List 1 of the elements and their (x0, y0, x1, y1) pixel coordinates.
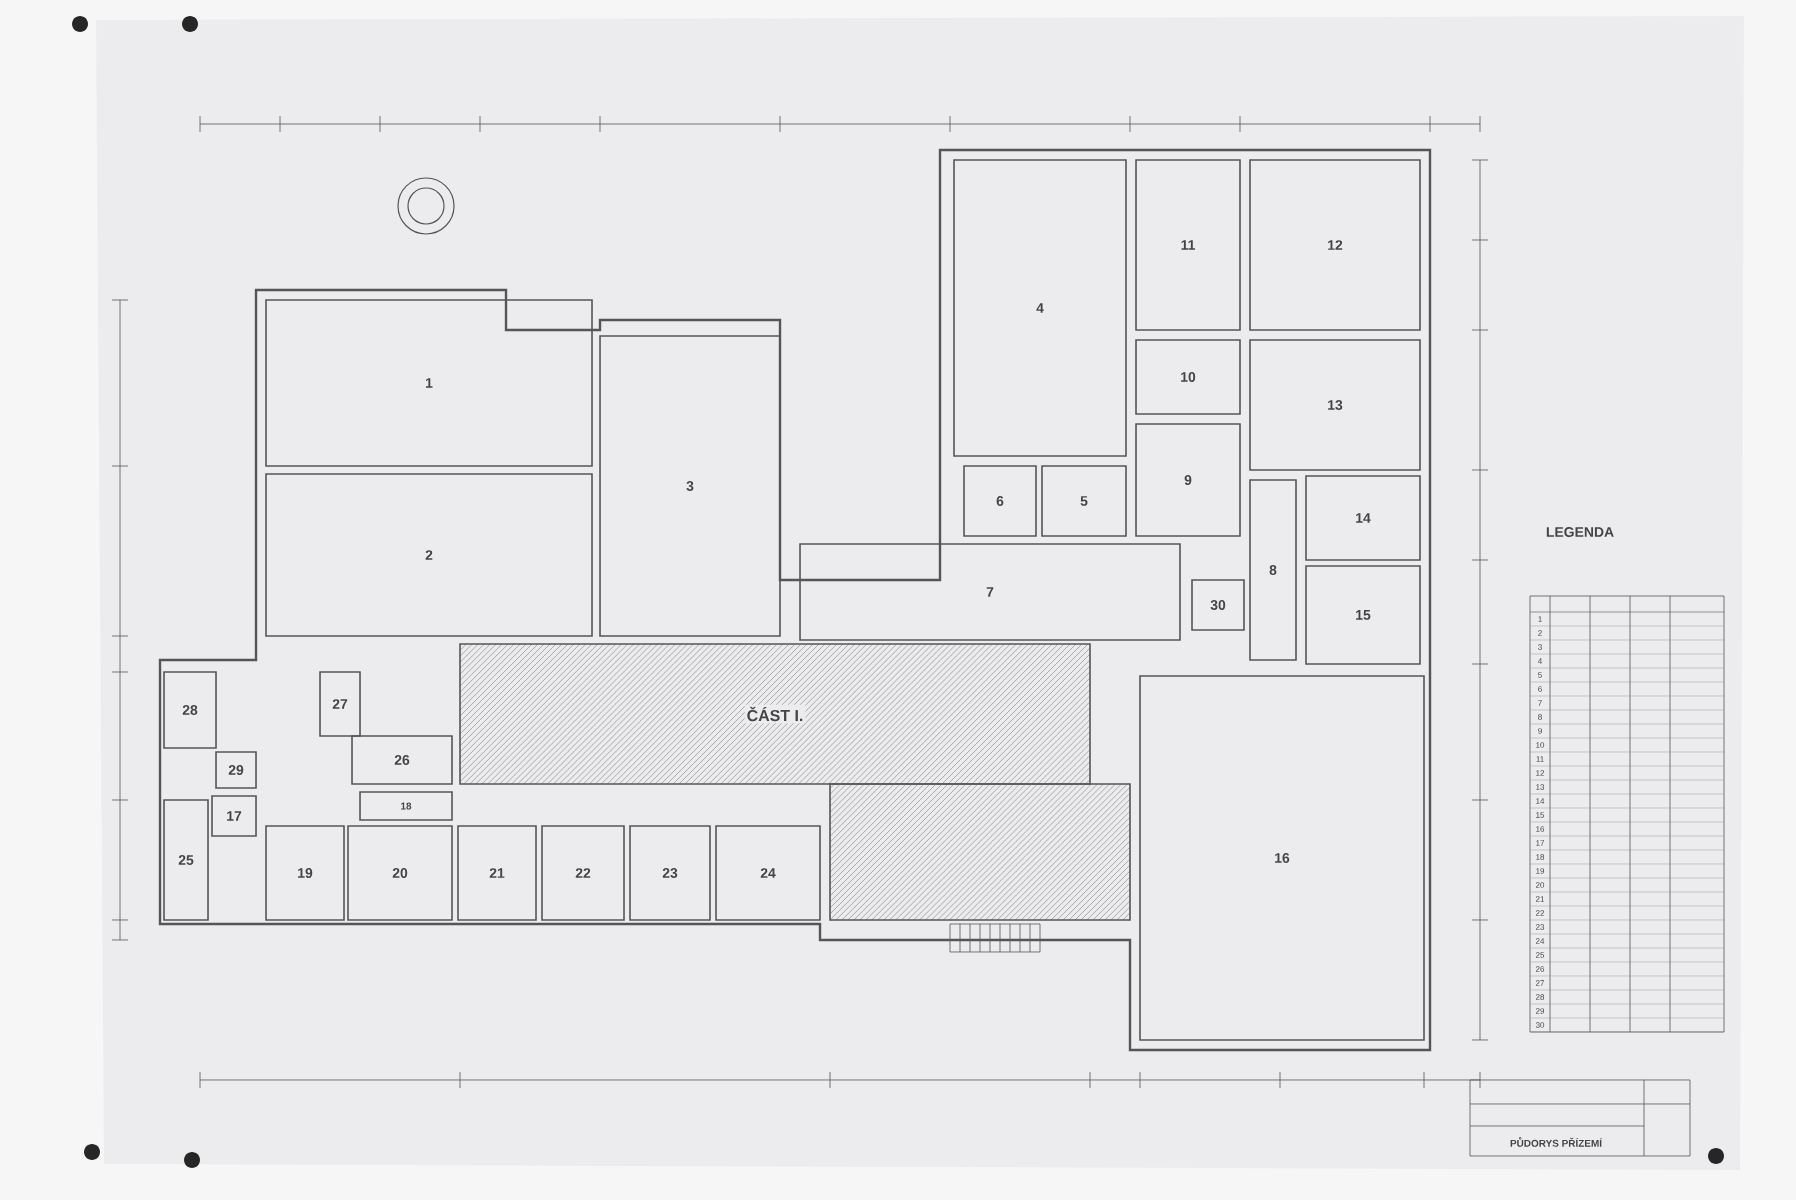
hatched-area (829, 783, 1131, 921)
